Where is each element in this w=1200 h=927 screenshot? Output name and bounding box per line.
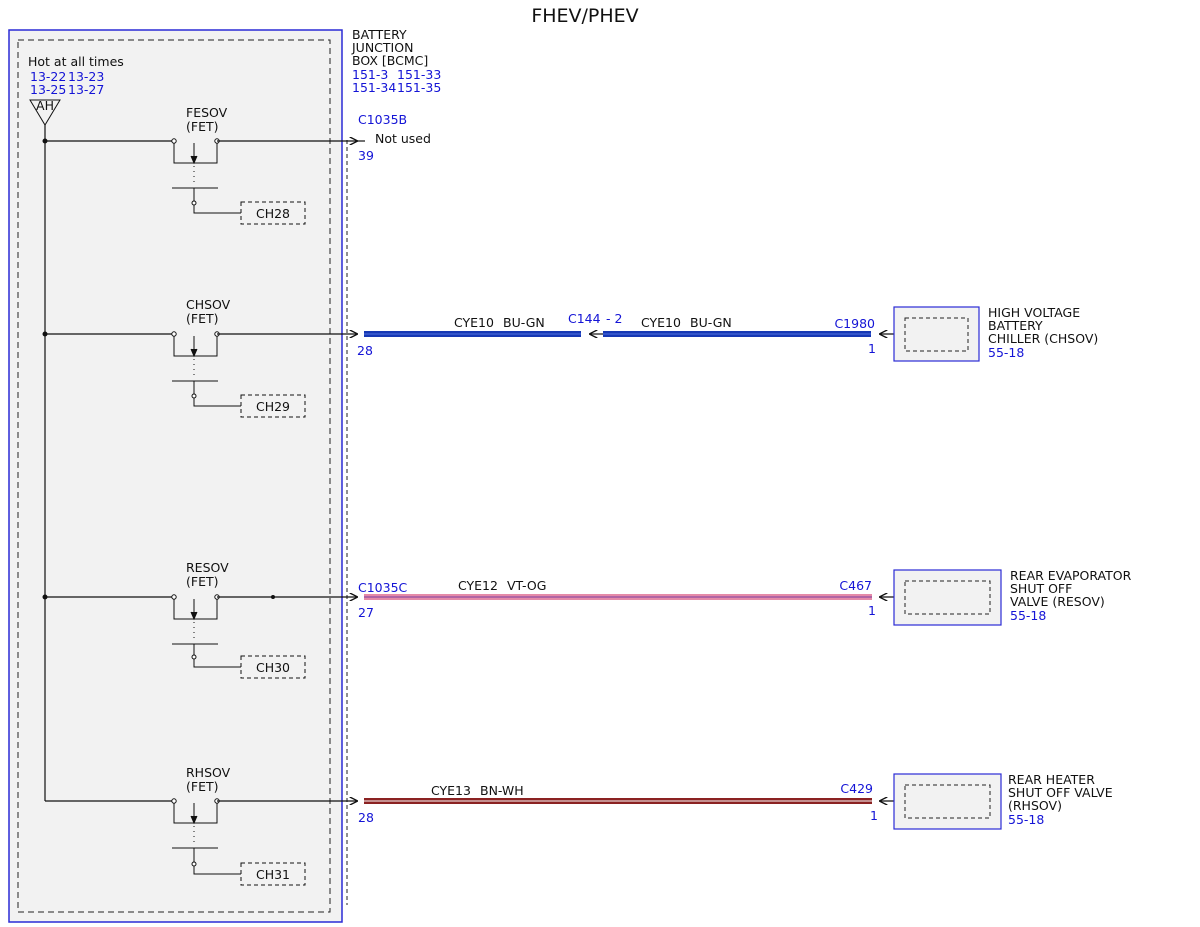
pin-number: 39 xyxy=(358,148,374,163)
hot-ref-link[interactable]: 13-25 xyxy=(30,82,66,97)
bjb-ref-link[interactable]: 151-3 xyxy=(352,67,388,82)
fuse-tag: AH xyxy=(36,98,54,113)
component-rear-evaporator-valve[interactable] xyxy=(893,569,1002,626)
wire-circuit: CYE13 xyxy=(431,783,471,798)
bjb-name-line-3: BOX [BCMC] xyxy=(352,53,428,68)
component-label: HIGH VOLTAGE xyxy=(988,305,1080,320)
fet-fesov[interactable] xyxy=(171,138,306,225)
component-label: BATTERY xyxy=(988,318,1043,333)
connector-id[interactable]: C1980 xyxy=(834,316,875,331)
component-ref-link[interactable]: 55-18 xyxy=(988,345,1024,360)
channel-name: RESOV xyxy=(186,560,229,575)
not-used-label: Not used xyxy=(375,131,431,146)
hot-ref-link[interactable]: 13-22 xyxy=(30,69,66,84)
fet-rhsov[interactable] xyxy=(171,798,306,886)
fet-chsov[interactable] xyxy=(171,331,306,418)
component-label: SHUT OFF VALVE xyxy=(1008,785,1113,800)
pin-number: 28 xyxy=(357,343,373,358)
connector-id[interactable]: C1035B xyxy=(358,112,407,127)
channel-ch-label: CH31 xyxy=(256,867,290,882)
wire-resov[interactable] xyxy=(364,594,872,600)
component-ref-link[interactable]: 55-18 xyxy=(1010,608,1046,623)
wire-color: BU-GN xyxy=(690,315,732,330)
pin-number: 27 xyxy=(358,605,374,620)
channel-name: CHSOV xyxy=(186,297,231,312)
component-label: CHILLER (CHSOV) xyxy=(988,331,1098,346)
wire-color: BN-WH xyxy=(480,783,524,798)
channel-ch-label: CH28 xyxy=(256,206,290,221)
power-bus xyxy=(44,125,174,802)
connector-id[interactable]: C467 xyxy=(839,578,872,593)
component-label: REAR HEATER xyxy=(1008,772,1095,787)
component-label: VALVE (RESOV) xyxy=(1010,594,1105,609)
component-label: SHUT OFF xyxy=(1010,581,1072,596)
wire-color: VT-OG xyxy=(507,578,546,593)
channel-ch-label: CH29 xyxy=(256,399,290,414)
hot-ref-link[interactable]: 13-23 xyxy=(68,69,104,84)
wire-circuit: CYE10 xyxy=(641,315,681,330)
wire-circuit: CYE10 xyxy=(454,315,494,330)
wire-chsov[interactable] xyxy=(364,331,871,337)
bjb-ref-link[interactable]: 151-33 xyxy=(397,67,441,82)
connector-id[interactable]: C429 xyxy=(840,781,873,796)
component-ref-link[interactable]: 55-18 xyxy=(1008,812,1044,827)
connector-id[interactable]: C1035C xyxy=(358,580,408,595)
inline-connector-pin: - 2 xyxy=(606,311,622,326)
channel-type: (FET) xyxy=(186,119,218,134)
channel-name: FESOV xyxy=(186,105,228,120)
fet-resov[interactable] xyxy=(171,594,306,679)
pin-number: 1 xyxy=(868,341,876,356)
channel-name: RHSOV xyxy=(186,765,231,780)
hot-label: Hot at all times xyxy=(28,54,124,69)
wire-circuit: CYE12 xyxy=(458,578,498,593)
power-source-icon: AH xyxy=(29,98,61,126)
channel-type: (FET) xyxy=(186,779,218,794)
bjb-ref-link[interactable]: 151-35 xyxy=(397,80,441,95)
channel-type: (FET) xyxy=(186,311,218,326)
channel-ch-label: CH30 xyxy=(256,660,290,675)
battery-junction-box[interactable] xyxy=(8,29,348,923)
inline-connector-id[interactable]: C144 xyxy=(568,311,601,326)
bus-junction-dots xyxy=(42,138,48,600)
hot-ref-link[interactable]: 13-27 xyxy=(68,82,104,97)
component-label: (RHSOV) xyxy=(1008,798,1062,813)
page-title: FHEV/PHEV xyxy=(531,5,638,27)
output-leads xyxy=(217,141,365,801)
component-arrows xyxy=(880,334,905,801)
pin-number: 1 xyxy=(868,603,876,618)
pin-number: 1 xyxy=(870,808,878,823)
wire-color: BU-GN xyxy=(503,315,545,330)
component-rear-heater-valve[interactable] xyxy=(893,773,1002,830)
pin-number: 28 xyxy=(358,810,374,825)
component-label: REAR EVAPORATOR xyxy=(1010,568,1132,583)
bjb-name-line-2: JUNCTION xyxy=(351,40,413,55)
channel-type: (FET) xyxy=(186,574,218,589)
bjb-ref-link[interactable]: 151-34 xyxy=(352,80,396,95)
component-hv-battery-chiller[interactable] xyxy=(893,306,980,362)
wire-rhsov[interactable] xyxy=(364,798,872,804)
bjb-name-line-1: BATTERY xyxy=(352,27,407,42)
